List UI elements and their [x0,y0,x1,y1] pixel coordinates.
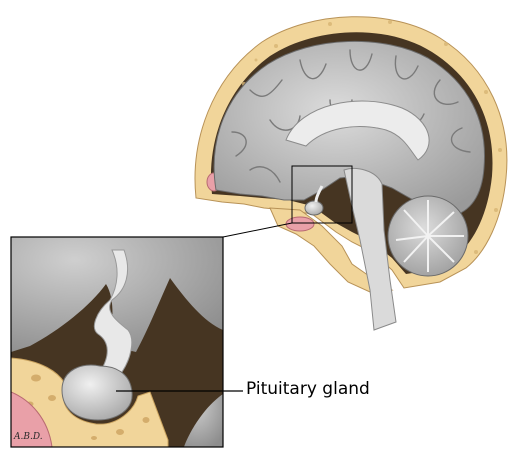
corpus-callosum [285,100,430,161]
infundibulum-small [314,185,324,203]
brain [213,40,486,331]
brainstem [343,168,397,331]
sphenoid-sinus [285,216,315,232]
artist-signature: A.B.D. [14,432,43,442]
cerebrum [213,40,486,217]
pituitary-small [304,200,324,216]
zoom-box [291,165,353,224]
inset-sella-bone [11,357,169,447]
cerebellum [387,195,469,277]
inset-magnified-view [11,237,223,447]
pituitary-gland-label: Pituitary gland [246,379,370,399]
zoom-connector [222,222,293,238]
inset-frame [10,236,224,448]
pituitary-gland [61,364,133,421]
